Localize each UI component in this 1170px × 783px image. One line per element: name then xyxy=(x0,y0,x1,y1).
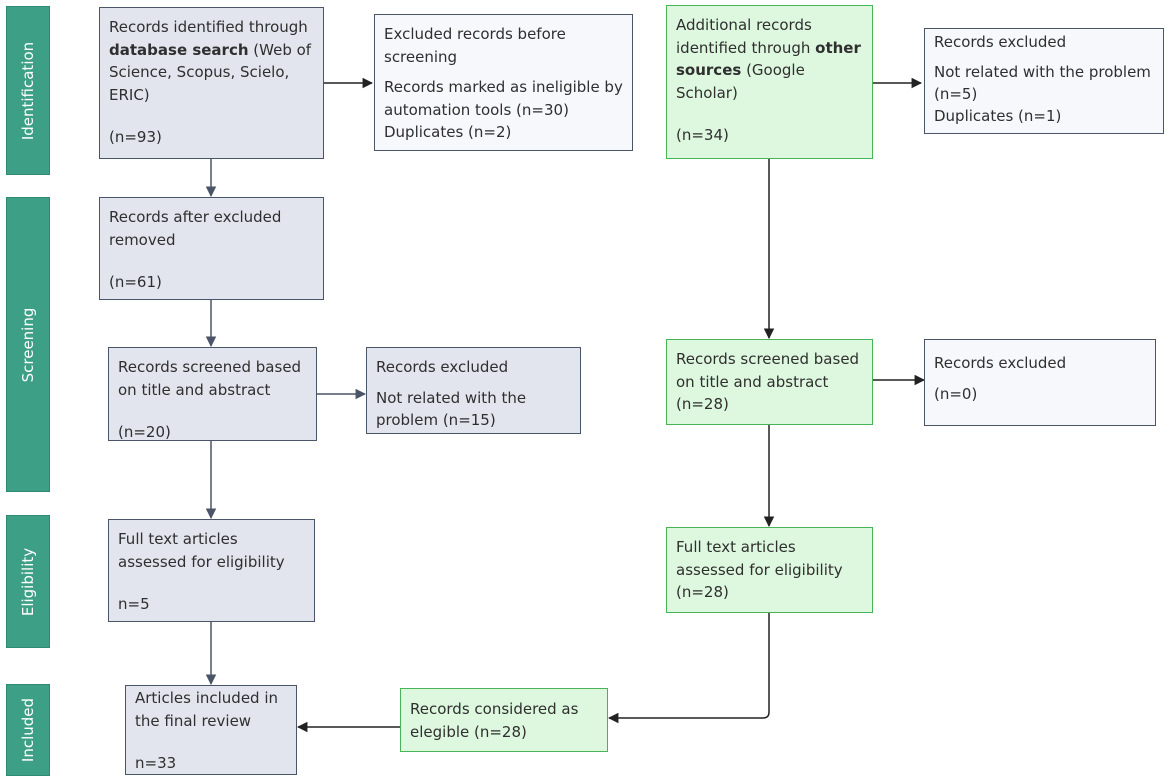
box-included-final: Articles included in the final review n=… xyxy=(125,685,297,775)
box-fulltext-right: Full text articles assessed for eligibil… xyxy=(666,527,873,613)
box-excluded-before-screening: Excluded records before screening Record… xyxy=(374,14,633,151)
box-screened-left: Records screened based on title and abst… xyxy=(108,347,317,441)
stage-screening: Screening xyxy=(6,197,50,492)
box-screened-right: Records screened based on title and abst… xyxy=(666,339,873,425)
box-excluded-right-top: Records excluded Not related with the pr… xyxy=(924,28,1164,134)
stage-eligibility: Eligibility xyxy=(6,515,50,648)
box-database-search: Records identified through database sear… xyxy=(99,7,324,159)
box-fulltext-left: Full text articles assessed for eligibil… xyxy=(108,519,315,622)
stage-identification: Identification xyxy=(6,6,50,175)
box-excluded-left: Records excluded Not related with the pr… xyxy=(366,347,581,434)
arrow-fulltext-right-to-eligible xyxy=(607,613,770,724)
box-after-excluded-removed: Records after excluded removed (n=61) xyxy=(99,197,324,300)
stage-included: Included xyxy=(6,684,50,776)
box-excluded-right-mid: Records excluded (n=0) xyxy=(924,339,1156,426)
box-other-sources: Additional records identified through ot… xyxy=(666,5,873,159)
box-eligible: Records considered as elegible (n=28) xyxy=(400,688,608,752)
